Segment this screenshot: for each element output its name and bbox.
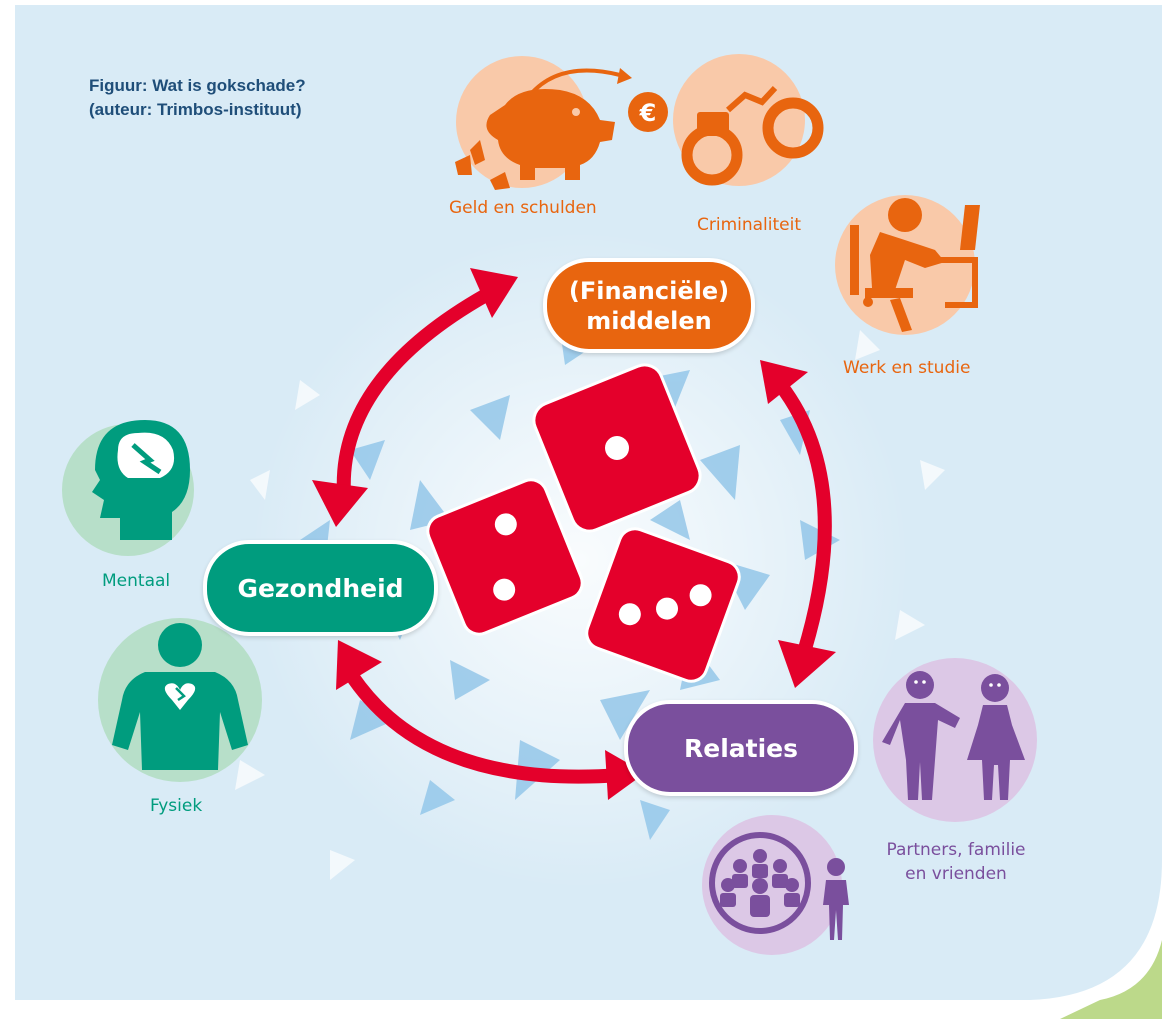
person-broken-heart-icon bbox=[112, 623, 248, 770]
arrow-health-financial bbox=[312, 268, 518, 527]
node-relations-label: Relaties bbox=[683, 733, 798, 763]
label-physical: Fysiek bbox=[150, 796, 203, 816]
node-relations: Relaties bbox=[624, 700, 858, 796]
label-partners-line1: Partners, familie bbox=[886, 840, 1026, 860]
die-two bbox=[426, 478, 584, 636]
head-brain-lightning-icon bbox=[92, 420, 190, 540]
label-money-debts: Geld en schulden bbox=[449, 198, 597, 218]
figure-caption: Figuur: Wat is gokschade? (auteur: Trimb… bbox=[89, 74, 306, 122]
die-one bbox=[532, 363, 702, 533]
die-three bbox=[585, 527, 741, 683]
node-health: Gezondheid bbox=[203, 540, 438, 636]
node-health-label: Gezondheid bbox=[237, 573, 404, 603]
caption-author: (auteur: Trimbos-instituut) bbox=[89, 100, 302, 119]
handcuffs-icon bbox=[681, 85, 824, 186]
group-and-person-icon bbox=[709, 832, 849, 940]
label-mental: Mentaal bbox=[102, 571, 171, 591]
dice-icon bbox=[426, 363, 741, 683]
arrow-health-relations bbox=[336, 640, 645, 800]
label-crime: Criminaliteit bbox=[697, 215, 802, 235]
label-partners-line2: en vrienden bbox=[905, 864, 1007, 884]
label-work-study: Werk en studie bbox=[843, 358, 971, 378]
couple-icon bbox=[882, 671, 1025, 800]
node-financial-line2: middelen bbox=[586, 306, 712, 335]
label-partners: Partners, familie en vrienden bbox=[876, 838, 1036, 886]
stressed-worker-icon bbox=[850, 198, 980, 332]
caption-title: Figuur: Wat is gokschade? bbox=[89, 76, 306, 95]
svg-text:€: € bbox=[639, 99, 657, 127]
node-financial-means: (Financiële) middelen bbox=[543, 258, 755, 353]
arrow-financial-relations bbox=[760, 360, 836, 688]
node-financial-line1: (Financiële) bbox=[568, 276, 730, 305]
piggy-bank-euro-icon: € bbox=[455, 68, 668, 190]
corner-accent bbox=[1060, 940, 1162, 1019]
